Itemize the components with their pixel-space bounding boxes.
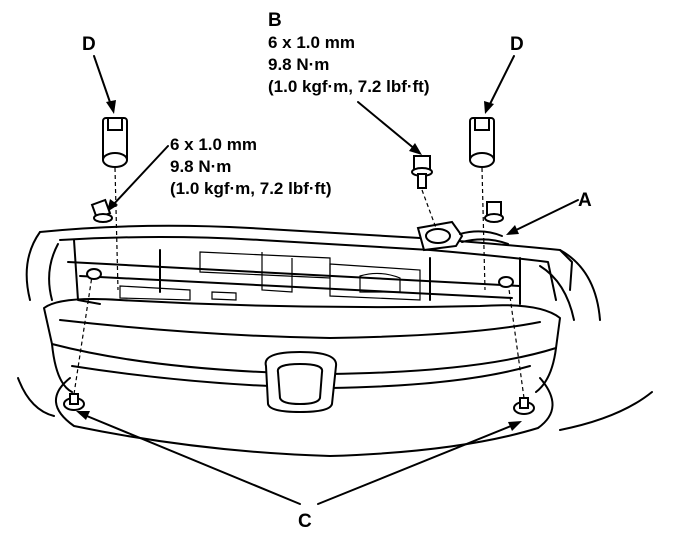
leader-b	[357, 101, 417, 151]
callout-label-b: B	[268, 10, 282, 31]
leader-d-right	[487, 55, 515, 109]
arrowhead-d-right	[484, 101, 494, 114]
bolt-right	[484, 201, 504, 223]
callout-label-a: A	[578, 190, 592, 211]
arrowhead-a	[506, 225, 519, 235]
arrowhead-left-bolt	[107, 199, 118, 212]
bolt-left	[90, 198, 113, 223]
screw-c-right	[498, 276, 535, 415]
callout-label-d-left: D	[82, 34, 96, 55]
screw-c-left	[63, 268, 102, 411]
spec-b-size: 6 x 1.0 mm	[268, 33, 355, 52]
callout-label-c: C	[298, 511, 312, 532]
upper-support-frame	[25, 220, 601, 321]
leader-c-right	[317, 423, 517, 505]
bolt-b	[411, 155, 437, 229]
arrowhead-d-left	[106, 100, 116, 114]
spec-left-torque: 9.8 N·m	[170, 157, 231, 176]
callout-label-d-right: D	[510, 34, 524, 55]
leader-a	[511, 199, 579, 233]
clip-d-right	[469, 117, 495, 291]
arrowhead-c-right	[508, 421, 522, 431]
leader-c-left	[81, 413, 301, 505]
arrowhead-c-left	[76, 411, 90, 420]
clip-d-left	[102, 117, 128, 291]
spec-b-torque-alt: (1.0 kgf·m, 7.2 lbf·ft)	[268, 77, 430, 96]
leader-d-left	[93, 55, 113, 109]
grille-body	[17, 298, 653, 457]
spec-left-size: 6 x 1.0 mm	[170, 135, 257, 154]
spec-b-torque: 9.8 N·m	[268, 55, 329, 74]
spec-left-torque-alt: (1.0 kgf·m, 7.2 lbf·ft)	[170, 179, 332, 198]
leader-lines	[76, 55, 579, 505]
arrowhead-b	[409, 143, 422, 155]
leader-left-bolt	[111, 145, 169, 207]
